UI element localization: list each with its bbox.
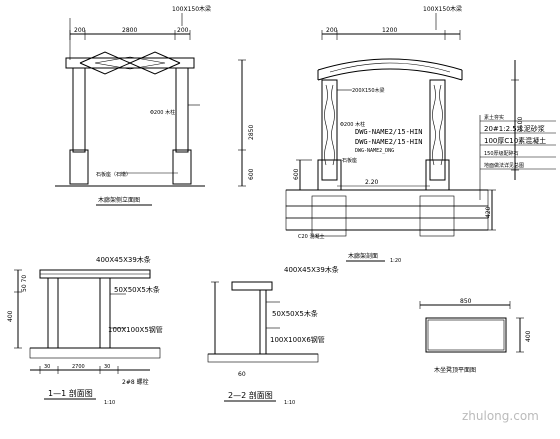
dim-200-main: 200	[326, 27, 338, 34]
s11-dim-2700: 2700	[72, 364, 85, 370]
s11-dim-height: 50 70	[21, 275, 28, 292]
plan-dim-850: 850	[460, 298, 472, 305]
s11-scale: 1:10	[104, 400, 115, 406]
main-section: 100X150木梁 200 1200 200X150木梁 Φ200 木柱 DWG…	[285, 5, 556, 264]
section-2-2: 400X45X39木条 50X50X5木条 100X100X6钢管 60 2—2…	[207, 265, 339, 406]
plan-caption: 木坐凳顶平面图	[434, 366, 476, 374]
main-base-label: 石板座	[342, 157, 357, 164]
main-beam-label: 200X150木梁	[352, 87, 385, 94]
dim-200-right: 200	[177, 27, 189, 34]
s22-label-1: 50X50X5木条	[272, 309, 318, 318]
dim-220: 2.20	[365, 179, 379, 186]
dim-1200: 1200	[382, 27, 397, 34]
side-label-4: 地面做法详见总图	[484, 162, 524, 169]
dim-600-main: 600	[293, 168, 300, 180]
main-post-label: Φ200 木柱	[340, 121, 365, 128]
s11-dim-30: 30	[44, 364, 50, 370]
side-label-1: 20#1:2.5水泥砂浆	[484, 124, 545, 133]
front-top-label: 100X150木梁	[172, 5, 211, 13]
front-post-label: Φ200 木柱	[150, 109, 175, 116]
dim-2800: 2800	[122, 27, 137, 34]
s22-scale: 1:10	[284, 400, 295, 406]
s22-dim-60: 60	[238, 371, 246, 378]
s22-label-2: 100X100X6钢管	[270, 335, 325, 344]
dwg-label-2: DWG-NAME2/15-HIN	[355, 138, 422, 146]
s11-top-label: 400X45X39木条	[96, 255, 151, 264]
s11-caption: 1—1 剖面图	[48, 388, 93, 398]
dim-600-front: 600	[248, 168, 255, 180]
front-base-label: 石板座（石墩）	[96, 171, 131, 178]
front-caption: 木廊架侧立面图	[98, 196, 140, 204]
side-label-3: 150厚级配碎石	[484, 150, 519, 157]
s11-purlin-label: 50X50X5木条	[114, 285, 160, 294]
front-elevation: 100X150木梁 200 2800 200 2850 600 Φ200 木柱 …	[55, 5, 255, 206]
dim-200-left: 200	[74, 27, 86, 34]
section-1-1: 400X45X39木条 50 70 400 50X50X5木条 100X100X…	[7, 255, 163, 406]
s11-dim-30b: 30	[104, 364, 110, 370]
watermark: zhulong.com	[462, 409, 539, 423]
side-label-0: 素土夯实	[484, 114, 504, 121]
s22-top-label: 400X45X39木条	[284, 265, 339, 274]
dwg-label-1: DWG-NAME2/15-HIN	[355, 128, 422, 136]
s11-foot-label: 2#8 螺栓	[122, 378, 149, 386]
main-caption: 木廊架剖面	[348, 252, 378, 260]
dim-2850: 2850	[248, 125, 255, 140]
dim-420: 420	[485, 206, 492, 218]
s11-dim-400: 400	[7, 310, 14, 322]
main-top-label: 100X150木梁	[423, 5, 462, 13]
seat-plan: 850 400 木坐凳顶平面图	[419, 298, 532, 374]
plan-dim-400: 400	[525, 330, 532, 342]
s11-beam-label: 100X100X5钢管	[108, 325, 163, 334]
dwg-label-3: DWG-NAME2_DNG	[355, 148, 394, 154]
s22-caption: 2—2 剖面图	[228, 390, 273, 400]
main-scale: 1:20	[390, 258, 401, 264]
dim-2100: 2100	[517, 117, 524, 132]
note-c20: C20 混凝土	[298, 233, 324, 240]
